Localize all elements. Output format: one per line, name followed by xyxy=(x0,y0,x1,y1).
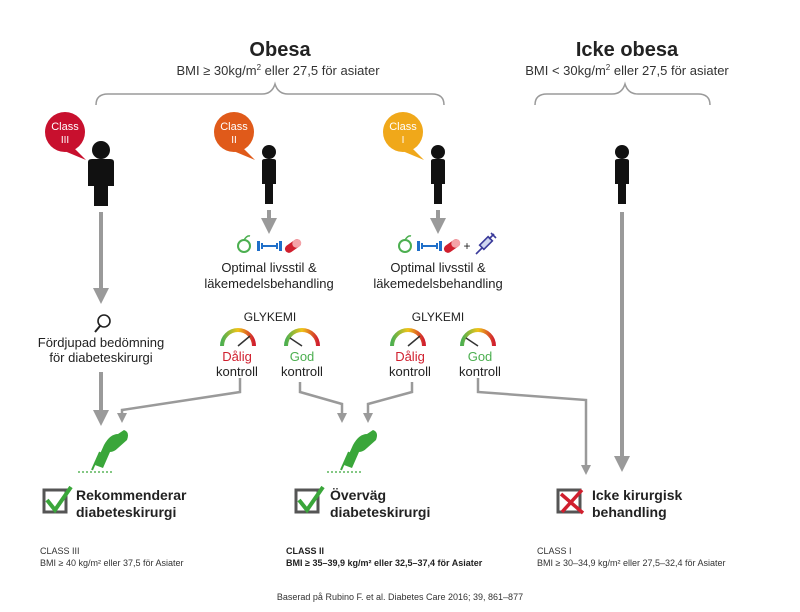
magnifier-icon xyxy=(94,314,111,333)
bad-label-class1: Dålig xyxy=(395,349,425,364)
apple-icon xyxy=(237,235,251,253)
evaluation-line1: Fördjupad bedömning xyxy=(38,335,164,350)
treatment-class2-line1: Optimal livsstil & xyxy=(221,260,317,275)
footnote-class2-title: CLASS II xyxy=(286,546,324,556)
arrow-class1-bad-to-consider xyxy=(363,382,414,423)
outcome-non-surgical-line2: behandling xyxy=(592,504,667,520)
svg-text:Class: Class xyxy=(51,121,79,133)
gauge-icon xyxy=(220,328,256,347)
class1-badge: Class I xyxy=(383,112,424,160)
checkbox-cross-icon xyxy=(556,488,585,515)
obese-brace xyxy=(95,81,445,106)
outcome-consider-line2: diabeteskirurgi xyxy=(330,504,430,520)
outcome-consider-line1: Överväg xyxy=(330,487,386,503)
person-icon-class3 xyxy=(88,141,114,206)
class2-badge: Class II xyxy=(214,112,255,160)
dumbbell-icon xyxy=(257,241,282,251)
gauge-icon xyxy=(390,328,426,347)
pill-icon xyxy=(443,239,461,253)
syringe-icon xyxy=(475,232,497,255)
arrow-class2-bad-to-recommend xyxy=(117,378,242,423)
pill-icon xyxy=(284,239,302,253)
footnote-class1-title: CLASS I xyxy=(537,546,572,556)
bad-label-class2: Dålig xyxy=(222,349,252,364)
evaluation-line2: för diabeteskirurgi xyxy=(49,350,152,365)
svg-text:Class: Class xyxy=(220,121,248,133)
footnote-class3-title: CLASS III xyxy=(40,546,80,556)
non-obese-title: Icke obesa xyxy=(576,39,679,61)
gauge-icon xyxy=(460,328,496,347)
person-icon-class2 xyxy=(262,145,276,204)
good-label-class1: God xyxy=(468,349,493,364)
dumbbell-icon xyxy=(417,241,442,251)
obese-subtitle: BMI ≥ 30kg/m2 eller 27,5 för asiater xyxy=(176,63,380,78)
non-obese-subtitle: BMI < 30kg/m2 eller 27,5 för asiater xyxy=(525,63,729,78)
checkbox-check-icon xyxy=(294,485,325,514)
hand-pen-icon xyxy=(327,430,377,473)
outcome-non-surgical-line1: Icke kirurgisk xyxy=(592,487,682,503)
footnote-class1-text: BMI ≥ 30–34,9 kg/m² eller 27,5–32,4 för … xyxy=(537,558,726,568)
footnote-class3-text: BMI ≥ 40 kg/m² eller 37,5 för Asiater xyxy=(40,558,184,568)
hand-pen-icon xyxy=(78,430,128,473)
person-icon-non-obese xyxy=(615,145,629,204)
glycemia-label-class1: GLYKEMI xyxy=(412,310,464,324)
person-icon-class1 xyxy=(431,145,445,204)
gauge-icon xyxy=(284,328,320,347)
bad-control-class2: kontroll xyxy=(216,364,258,379)
bad-control-class1: kontroll xyxy=(389,364,431,379)
svg-text:III: III xyxy=(61,135,69,146)
plus-sign: + xyxy=(463,239,470,253)
glycemia-label-class2: GLYKEMI xyxy=(244,310,296,324)
svg-text:II: II xyxy=(231,135,237,146)
good-label-class2: God xyxy=(290,349,315,364)
good-control-class1: kontroll xyxy=(459,364,501,379)
class3-badge: Class III xyxy=(45,112,86,160)
good-control-class2: kontroll xyxy=(281,364,323,379)
apple-icon xyxy=(398,235,412,253)
arrow-class2-good-to-consider xyxy=(298,382,347,423)
svg-text:Class: Class xyxy=(389,121,417,133)
obese-title: Obesa xyxy=(249,39,311,61)
checkbox-check-icon xyxy=(42,485,73,514)
arrow-class1-good-to-non-surgical xyxy=(476,378,591,475)
outcome-recommend-line2: diabeteskirurgi xyxy=(76,504,176,520)
non-obese-brace xyxy=(534,81,711,106)
source-citation: Baserad på Rubino F. et al. Diabetes Car… xyxy=(277,592,523,602)
treatment-class1-line2: läkemedelsbehandling xyxy=(373,276,502,291)
svg-text:I: I xyxy=(402,135,405,146)
treatment-class2-line2: läkemedelsbehandling xyxy=(204,276,333,291)
footnote-class2-text: BMI ≥ 35–39,9 kg/m² eller 32,5–37,4 för … xyxy=(286,558,483,568)
treatment-class1-line1: Optimal livsstil & xyxy=(390,260,486,275)
outcome-recommend-line1: Rekommenderar xyxy=(76,487,187,503)
